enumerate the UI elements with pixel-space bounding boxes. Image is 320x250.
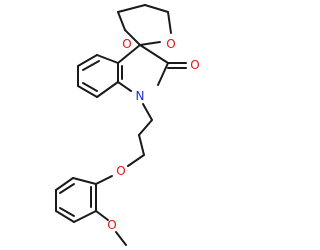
- bond: [82, 82, 98, 92]
- bond: [144, 4, 169, 13]
- bond: [59, 207, 75, 217]
- methoxy-oxygen-label: O: [107, 218, 116, 232]
- bond: [117, 81, 132, 92]
- bond: [117, 11, 126, 31]
- bond: [139, 41, 161, 46]
- ring-oxygen-right-label: O: [166, 37, 175, 51]
- bond: [73, 210, 97, 223]
- bond: [115, 231, 127, 246]
- bond: [124, 29, 141, 46]
- ring-oxygen-left-label: O: [122, 37, 131, 51]
- structure-canvas: O O O N O O: [55, 4, 200, 246]
- bond: [138, 134, 145, 156]
- bond: [95, 175, 113, 185]
- bond: [139, 44, 169, 64]
- bond: [167, 11, 172, 34]
- bond: [96, 81, 119, 98]
- bond: [55, 177, 74, 191]
- bond: [77, 85, 98, 98]
- bond: [96, 54, 119, 64]
- bond: [72, 177, 97, 185]
- bond: [117, 44, 141, 64]
- bond: [55, 210, 75, 223]
- bond: [95, 210, 109, 221]
- chemical-structure: O O O N O O: [55, 4, 200, 246]
- bond: [127, 154, 145, 167]
- bond: [82, 60, 100, 71]
- bond: [117, 4, 146, 13]
- indole-nitrogen-label: N: [136, 89, 145, 103]
- bond: [142, 103, 153, 121]
- bond: [138, 119, 153, 136]
- bond-lines: [55, 4, 187, 246]
- bond: [59, 183, 75, 194]
- bond: [77, 54, 98, 67]
- carbonyl-oxygen-label: O: [190, 58, 199, 72]
- atom-labels: O O O N O O: [107, 37, 199, 232]
- ether-oxygen-label: O: [116, 164, 125, 178]
- bond: [157, 62, 169, 86]
